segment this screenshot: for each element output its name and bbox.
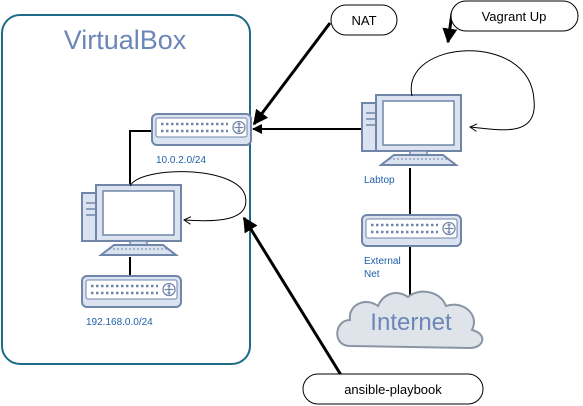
hostonly-switch-icon	[80, 274, 183, 309]
virtualbox-title: VirtualBox	[64, 25, 187, 55]
laptop-label: Labtop	[364, 175, 395, 186]
external-net-label-line1: External	[364, 256, 401, 267]
external-net-label-line2: Net	[364, 269, 380, 280]
external-switch-icon	[360, 213, 463, 248]
laptop-computer-icon	[361, 94, 462, 166]
virtualbox-container	[1, 14, 251, 365]
nat-subnet-label: 10.0.2.0/24	[156, 155, 206, 166]
hostonly-subnet-label: 192.168.0.0/24	[86, 317, 153, 328]
vm-computer-icon	[81, 184, 182, 256]
vagrant-callout-label: Vagrant Up	[482, 9, 547, 24]
laptop-vagrant-loop-arrow	[410, 50, 535, 132]
ansible-callout-arrow	[242, 216, 343, 376]
ansible-callout	[302, 373, 484, 405]
nat-callout-arrow	[252, 22, 332, 126]
nat-callout	[330, 4, 398, 36]
ansible-callout-label: ansible-playbook	[344, 382, 442, 397]
nat-callout-label: NAT	[351, 13, 376, 28]
vagrant-callout	[450, 0, 579, 32]
internet-label: Internet	[370, 309, 452, 336]
vm-provision-loop-arrow	[129, 171, 247, 225]
internet-cloud-icon	[336, 290, 484, 350]
nat-switch-icon	[150, 112, 253, 147]
link-nat-switch-to-vm	[129, 130, 152, 189]
